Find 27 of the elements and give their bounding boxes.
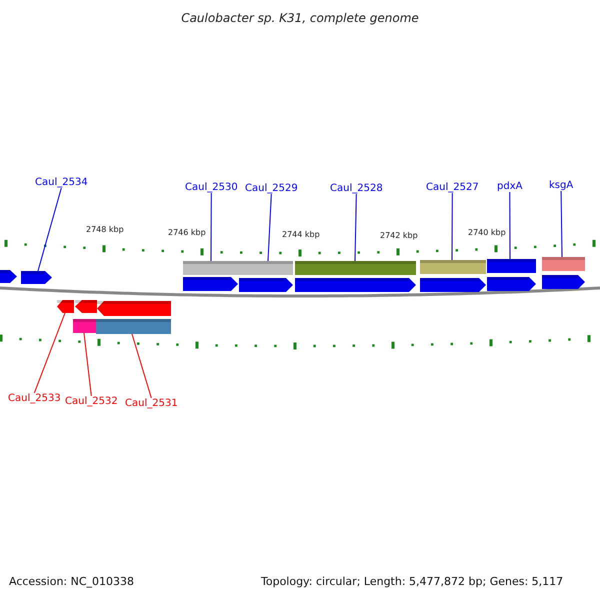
- leader-line: [268, 194, 272, 262]
- gene-label: Caul_2534: [35, 177, 88, 188]
- gene-label: Caul_2531: [125, 398, 178, 409]
- gene-label: pdxA: [497, 181, 522, 192]
- gene-label: Caul_2533: [8, 393, 61, 404]
- scale-label: 2748 kbp: [86, 225, 124, 234]
- gene-label: Caul_2532: [65, 396, 118, 407]
- scale-label: 2742 kbp: [380, 231, 418, 240]
- leader-line: [210, 192, 212, 262]
- leader-line: [38, 188, 62, 272]
- leader-line: [560, 190, 562, 258]
- leader-line: [354, 194, 357, 262]
- gene-label: Caul_2529: [245, 183, 298, 194]
- leader-line: [132, 334, 152, 398]
- footer-text: Topology: circular; Length: 5,477,872 bp; Genes: 5,117: [261, 575, 564, 588]
- gene-label: Caul_2528: [330, 183, 383, 194]
- genome-title: Caulobacter sp. K31, complete genome: [180, 11, 420, 25]
- scale-label: 2740 kbp: [468, 228, 506, 237]
- gene-label: ksgA: [549, 180, 574, 191]
- leader-line: [452, 192, 453, 260]
- gene-label: Caul_2527: [426, 182, 479, 193]
- scale-label: 2746 kbp: [168, 228, 206, 237]
- gene-label: Caul_2530: [185, 182, 238, 193]
- leader-line: [509, 192, 510, 260]
- leader-line: [34, 312, 66, 394]
- footer-text: Accession: NC_010338: [9, 575, 134, 588]
- scale-label: 2744 kbp: [282, 230, 320, 239]
